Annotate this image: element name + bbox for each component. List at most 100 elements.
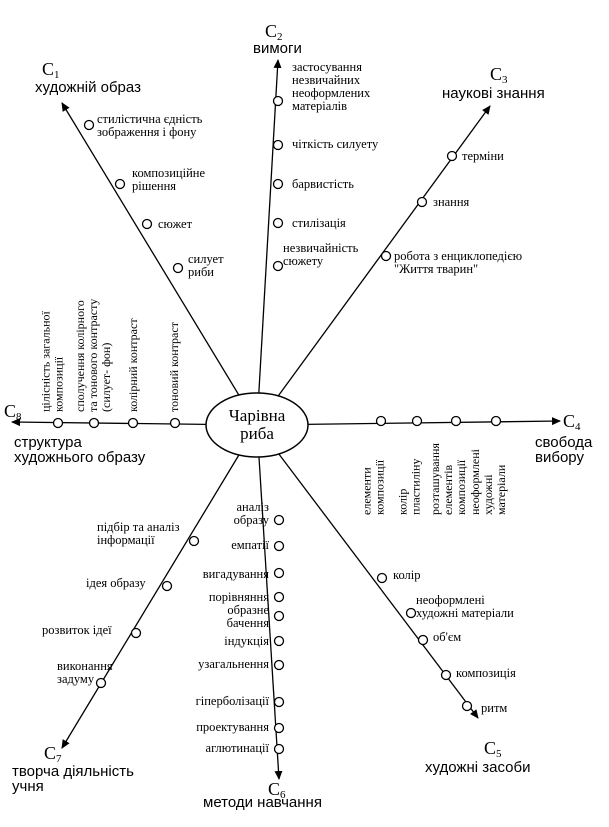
code-c3: C3 — [490, 64, 508, 86]
c2-node — [272, 95, 284, 107]
c5-node — [440, 669, 452, 681]
code-c8: C8 — [4, 401, 22, 423]
c4-node — [375, 415, 387, 427]
c8-node — [88, 417, 100, 429]
code-c5: C5 — [484, 738, 502, 760]
c5-node — [461, 700, 473, 712]
c6-item-label: порівняння — [209, 590, 269, 604]
code-c6: C6 — [268, 779, 286, 801]
code-c4: C4 — [563, 411, 581, 433]
c4-item-label: пластиліну — [409, 459, 423, 515]
c8-item-label: та тонового контрасту — [86, 299, 100, 412]
c5-item-label: об'єм — [433, 630, 461, 644]
c7-node — [188, 535, 200, 547]
c6-item-label: емпатії — [231, 538, 269, 552]
c2-node — [272, 139, 284, 151]
c5-item-label: ритм — [481, 701, 507, 715]
c8-item-label: тоновий контраст — [167, 321, 181, 412]
c5-item-label: композиція — [456, 666, 516, 680]
c6-node — [273, 540, 285, 552]
ray-c5 — [256, 424, 479, 719]
c6-node — [273, 696, 285, 708]
c3-item-label: терміни — [462, 149, 504, 163]
title-c6: методи навчання — [203, 794, 322, 811]
c4-item-label: елементи — [360, 467, 374, 515]
c3-node — [380, 250, 392, 262]
code-c7: C7 — [44, 743, 62, 765]
c4-item-label: розташування — [428, 443, 442, 515]
ray-c6 — [256, 424, 283, 780]
c4-node — [450, 415, 462, 427]
c8-node — [127, 417, 139, 429]
c7-node — [130, 627, 142, 639]
c1-node — [141, 218, 153, 230]
c3-node — [446, 150, 458, 162]
c6-item-label: проектування — [196, 720, 269, 734]
c2-item-label: барвистість — [292, 177, 354, 191]
c6-item-label: гіперболізації — [196, 694, 270, 708]
ray-c2 — [256, 59, 282, 426]
c2-node — [272, 260, 284, 272]
c4-item-label: матеріали — [494, 464, 508, 515]
c6-node — [273, 722, 285, 734]
c1-node — [83, 119, 95, 131]
c1-node — [114, 178, 126, 190]
c8-item-label: композиції — [52, 356, 66, 412]
c8-item-label: сполучення колірного — [73, 300, 87, 412]
ray-c1 — [61, 102, 258, 426]
code-c1: C1 — [42, 59, 60, 81]
c8-item-label: колірний контраст — [126, 318, 140, 412]
c8-item-label: цілісність загальної — [39, 310, 53, 412]
c2-item-label: стилізація — [292, 216, 346, 230]
c8-item-label: (силует- фон) — [99, 343, 113, 412]
c4-node — [490, 415, 502, 427]
c2-node — [272, 178, 284, 190]
c7-node — [95, 677, 107, 689]
c6-node — [273, 659, 285, 671]
c4-item-label: елементів — [441, 464, 455, 515]
c6-node — [273, 567, 285, 579]
c4-node — [411, 415, 423, 427]
c8-node — [169, 417, 181, 429]
c2-item-label: чіткість силуету — [292, 137, 379, 151]
ray-c7 — [61, 424, 258, 749]
c3-item-label: робота з енциклопедією"Життя тварин" — [394, 249, 522, 276]
c6-item-label: аглютинації — [206, 741, 270, 755]
c6-item-label: вигадування — [203, 567, 270, 581]
title-c1: художній образ — [35, 79, 141, 96]
center-ellipse — [205, 392, 309, 458]
code-c2: C2 — [265, 21, 283, 43]
c5-node — [417, 634, 429, 646]
c6-node — [273, 514, 285, 526]
c5-node — [405, 607, 417, 619]
c4-item-label: композиції — [373, 459, 387, 515]
c6-node — [273, 635, 285, 647]
c7-item-label: розвиток ідеї — [42, 623, 112, 637]
c7-item-label: ідея образу — [86, 576, 146, 590]
c4-item-label: неоформлені — [468, 448, 482, 515]
c2-node — [272, 217, 284, 229]
c4-item-label: колір — [396, 489, 410, 515]
c6-item-label: індукція — [224, 634, 269, 648]
c1-item-label: сюжет — [158, 217, 193, 231]
c4-item-label: композиції — [454, 459, 468, 515]
c6-node — [273, 610, 285, 622]
c6-node — [273, 743, 285, 755]
c6-item-label: узагальнення — [198, 657, 269, 671]
c5-item-label: колір — [393, 568, 420, 582]
c1-node — [172, 262, 184, 274]
